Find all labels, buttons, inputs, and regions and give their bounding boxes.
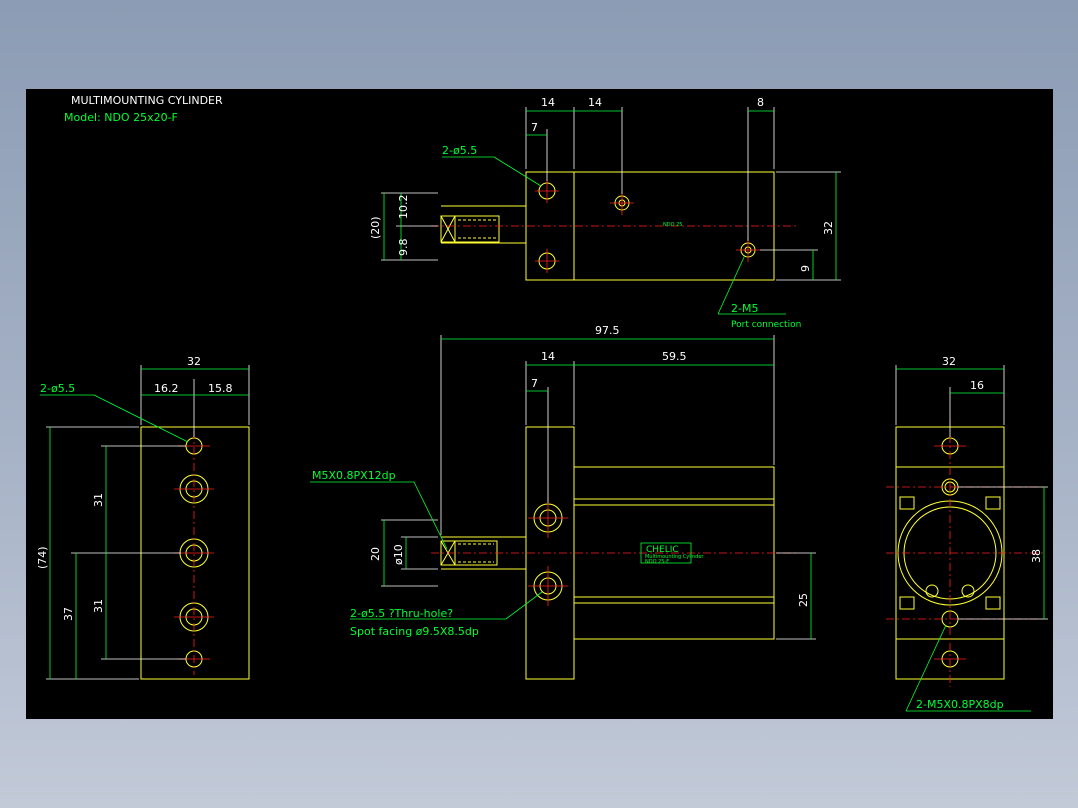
dim-front-97-5: 97.5 <box>595 324 620 337</box>
dim-top-7: 7 <box>531 121 538 134</box>
dim-side-15-8: 15.8 <box>208 382 233 395</box>
nameplate-line2: NDO 25-F <box>645 559 669 565</box>
dim-side-74: (74) <box>36 546 49 569</box>
top-view-port-callout: 2-M5 <box>731 302 758 315</box>
dim-front-dia10: ø10 <box>392 544 405 565</box>
top-view: NDO 25 14 14 7 8 (20) 10.2 9.8 32 9 <box>369 96 841 330</box>
dim-side-31a: 31 <box>92 493 105 507</box>
side-view-holes-callout: 2-ø5.5 <box>40 382 75 395</box>
dim-front-14: 14 <box>541 350 555 363</box>
nameplate-line1: Multimounting Cylinder <box>645 554 704 560</box>
dim-side-37: 37 <box>62 607 75 621</box>
drawing-model: Model: NDO 25x20-F <box>64 111 178 124</box>
dim-side-31b: 31 <box>92 599 105 613</box>
front-view-holes-callout: 2-ø5.5 ?Thru-hole? <box>350 607 453 620</box>
dim-front-25: 25 <box>797 593 810 607</box>
dim-top-9-8: 9.8 <box>397 239 410 257</box>
top-view-port-note: Port connection <box>731 320 801 330</box>
dim-top-32: 32 <box>822 221 835 235</box>
nameplate <box>640 542 692 564</box>
dim-top-9: 9 <box>799 265 812 272</box>
end-view: 32 16 38 2-M5X0.8PX8dp <box>886 355 1048 712</box>
dim-side-32: 32 <box>187 355 201 368</box>
drawing-title: MULTIMOUNTING CYLINDER <box>71 94 223 107</box>
dim-end-32: 32 <box>942 355 956 368</box>
side-view: 32 16.2 15.8 (74) 37 31 31 2-ø5.5 <box>36 355 250 680</box>
end-view-thread-callout: 2-M5X0.8PX8dp <box>916 698 1004 711</box>
front-view-spot-callout: Spot facing ø9.5X8.5dp <box>350 625 479 638</box>
drawing-canvas: MULTIMOUNTING CYLINDER Model: NDO 25x20-… <box>26 89 1053 719</box>
dim-front-59-5: 59.5 <box>662 350 687 363</box>
dim-side-16-2: 16.2 <box>154 382 179 395</box>
dim-top-10-2: 10.2 <box>397 195 410 220</box>
dim-top-20: (20) <box>369 216 382 239</box>
dim-top-14b: 14 <box>588 96 602 109</box>
front-view: CHELIC Multimounting Cylinder NDO 25-F 9… <box>310 324 816 680</box>
nameplate-brand: CHELIC <box>646 545 679 555</box>
dim-front-20: 20 <box>369 547 382 561</box>
front-view-thread-callout: M5X0.8PX12dp <box>312 469 396 482</box>
dim-top-8: 8 <box>757 96 764 109</box>
top-view-small-label: NDO 25 <box>663 222 682 228</box>
top-view-holes-callout: 2-ø5.5 <box>442 144 477 157</box>
dim-top-14a: 14 <box>541 96 555 109</box>
dim-end-16: 16 <box>970 379 984 392</box>
cad-drawing: MULTIMOUNTING CYLINDER Model: NDO 25x20-… <box>36 94 1048 712</box>
dim-end-38: 38 <box>1030 549 1043 563</box>
dim-front-7: 7 <box>531 377 538 390</box>
